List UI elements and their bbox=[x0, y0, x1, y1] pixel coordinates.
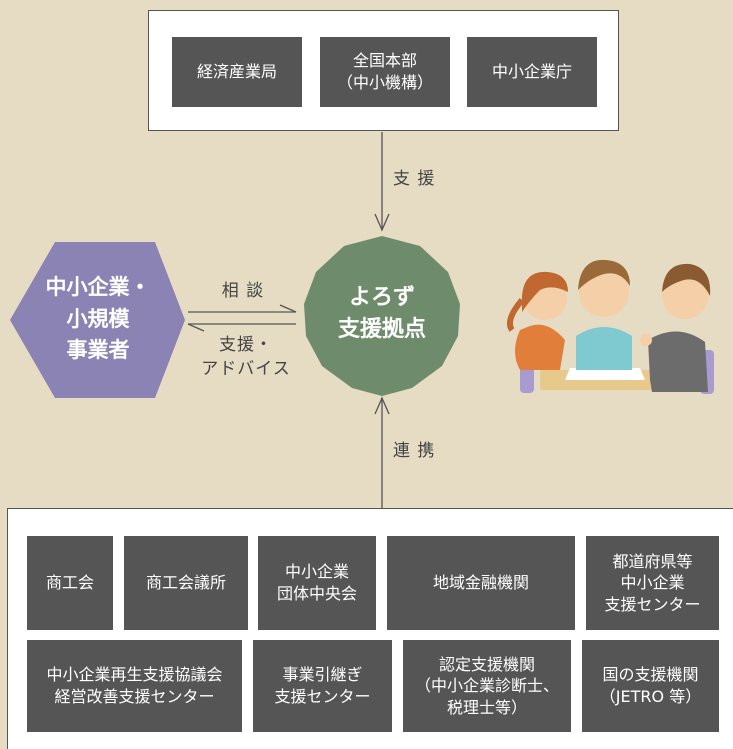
label-support: 支 援 bbox=[393, 169, 436, 189]
consultation-illustration bbox=[507, 259, 714, 394]
yorozu-center-shape bbox=[304, 236, 460, 396]
label-cooperation: 連 携 bbox=[393, 441, 436, 461]
yorozu-label: よろず 支援拠点 bbox=[337, 285, 426, 342]
org-box-chiiki-kinyu: 地域金融機関 bbox=[387, 536, 575, 630]
org-box-zenkoku-honbu: 全国本部 （中小機構） bbox=[320, 37, 450, 107]
org-box-keizai-sangyo-kyoku: 経済産業局 bbox=[172, 37, 302, 107]
org-box-chusho-kigyo-cho: 中小企業庁 bbox=[467, 37, 597, 107]
business-hexagon bbox=[10, 242, 185, 398]
label-consult: 相 談 bbox=[221, 281, 265, 301]
org-box-dantai-chuokai: 中小企業 団体中央会 bbox=[258, 536, 376, 630]
org-box-shokokai: 商工会 bbox=[27, 536, 113, 630]
cooperation-arrow-head bbox=[374, 396, 390, 415]
org-box-saisei-kyogikai: 中小企業再生支援協議会 経営改善支援センター bbox=[27, 640, 242, 732]
org-box-shoko-kaigisho: 商工会議所 bbox=[124, 536, 248, 630]
org-box-nintei-shien: 認定支援機関 （中小企業診断士、 税理士等） bbox=[403, 640, 571, 732]
label-support-advice: 支援・ アドバイス bbox=[201, 335, 291, 379]
business-label: 中小企業・ 小規模 事業者 bbox=[45, 275, 151, 362]
org-box-kuni-shien: 国の支援機関 （JETRO 等） bbox=[582, 640, 719, 732]
org-box-jigyo-hikitsugi: 事業引継ぎ 支援センター bbox=[253, 640, 392, 732]
org-box-todofuken-center: 都道府県等 中小企業 支援センター bbox=[586, 536, 719, 630]
support-arrow-head bbox=[374, 213, 390, 232]
